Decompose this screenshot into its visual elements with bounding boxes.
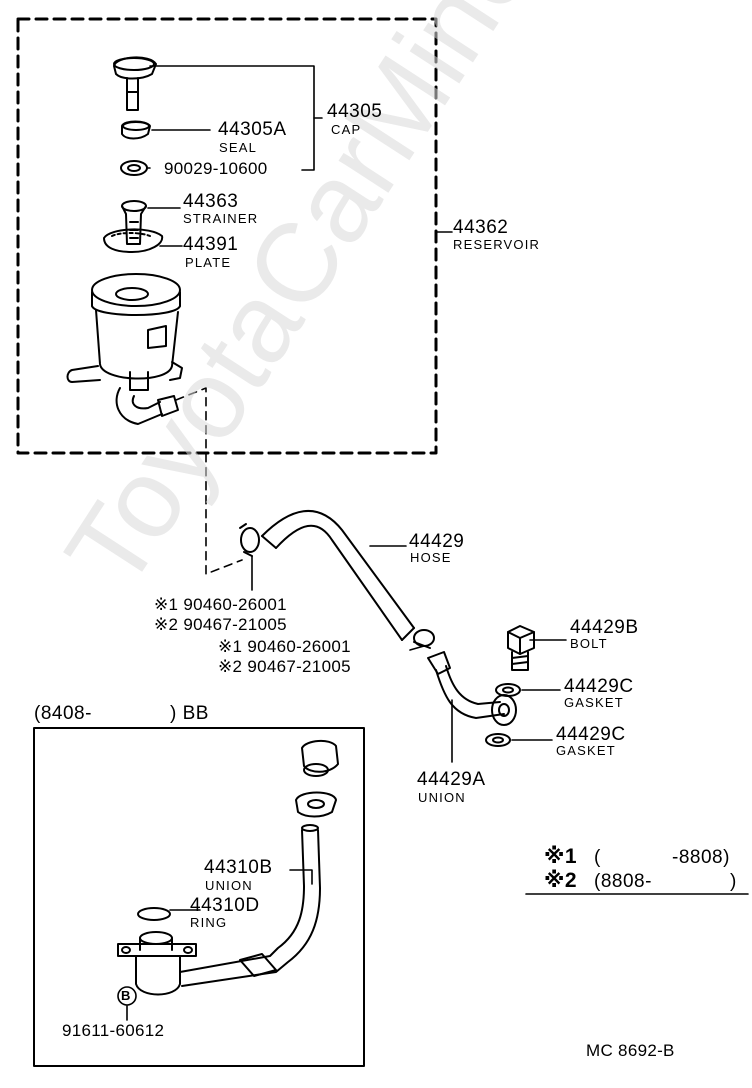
reservoir-leader-lines xyxy=(147,65,453,247)
union-description: UNION xyxy=(418,790,466,805)
hose-leader-lines xyxy=(251,545,567,763)
inset-union-drawing xyxy=(179,824,321,987)
union-part-number: 44429A xyxy=(417,769,486,790)
inset-bolt-part-number: 91611-60612 xyxy=(62,1021,165,1040)
washer-part-number: 90029-10600 xyxy=(164,159,268,178)
reservoir-drawing xyxy=(66,273,183,425)
note-2-mark: ※2 xyxy=(544,869,578,892)
cap-part-number: 44305 xyxy=(327,101,383,122)
strainer-part-number: 44363 xyxy=(183,191,239,212)
inset-hose-drawing xyxy=(301,740,339,777)
figure-code: MC 8692-B xyxy=(586,1041,675,1060)
inset-header-start: (8408- xyxy=(34,703,92,724)
inset-clip-drawing xyxy=(295,791,337,818)
plate-description: PLATE xyxy=(185,255,232,270)
bolt-part-number: 44429B xyxy=(570,617,639,638)
inset-union-description: UNION xyxy=(205,878,253,893)
inset-bolt-symbol: B xyxy=(121,988,131,1003)
plate-drawing xyxy=(103,228,164,253)
washer-drawing xyxy=(120,160,148,176)
reservoir-part-number: 44362 xyxy=(453,217,509,238)
inset-pipe-drawing xyxy=(117,931,197,996)
cap-drawing xyxy=(113,56,157,111)
inset-ring-description: RING xyxy=(190,915,228,930)
clamp-upper-drawing xyxy=(239,523,260,557)
inset-ring-drawing xyxy=(137,907,171,921)
gasket-lower-drawing xyxy=(485,733,511,747)
clamp-lower-option-1: ※1 90460-26001 xyxy=(218,637,351,656)
plate-part-number: 44391 xyxy=(183,234,239,255)
hose-drawing xyxy=(261,509,415,641)
gasket-lower-part-number: 44429C xyxy=(556,724,626,745)
note-2-range-close: ) xyxy=(730,871,737,892)
reservoir-group-dashed-box xyxy=(16,17,438,455)
seal-part-number: 44305A xyxy=(218,119,287,140)
inset-ring-part-number: 44310D xyxy=(190,895,260,916)
gasket-upper-description: GASKET xyxy=(564,695,624,710)
note-2-range: (8808- xyxy=(594,871,652,892)
seal-description: SEAL xyxy=(219,140,258,155)
bolt-description: BOLT xyxy=(570,636,608,651)
note-1-range-end: -8808) xyxy=(672,847,730,868)
hose-description: HOSE xyxy=(410,550,452,565)
inset-bolt-symbol-circle xyxy=(117,986,137,1006)
note-1-range-open: ( xyxy=(594,847,601,868)
inset-union-part-number: 44310B xyxy=(204,857,273,878)
hose-part-number: 44429 xyxy=(409,531,465,552)
bolt-drawing xyxy=(507,625,535,671)
note-1-mark: ※1 xyxy=(544,845,578,868)
reservoir-description: RESERVOIR xyxy=(453,237,541,252)
clamp-upper-option-1: ※1 90460-26001 xyxy=(154,595,287,614)
reservoir-to-hose-dashed-connector xyxy=(175,387,243,575)
strainer-drawing xyxy=(121,200,147,245)
inset-leader-lines xyxy=(126,869,313,1021)
strainer-description: STRAINER xyxy=(183,211,259,226)
gasket-lower-description: GASKET xyxy=(556,743,616,758)
seal-drawing xyxy=(121,120,151,140)
inset-header-end: ) BB xyxy=(170,703,209,724)
clamp-lower-option-2: ※2 90467-21005 xyxy=(218,657,351,676)
clamp-upper-option-2: ※2 90467-21005 xyxy=(154,615,287,634)
inset-box xyxy=(33,727,365,1067)
gasket-upper-part-number: 44429C xyxy=(564,676,634,697)
cap-description: CAP xyxy=(331,122,362,137)
gasket-upper-drawing xyxy=(495,683,521,697)
